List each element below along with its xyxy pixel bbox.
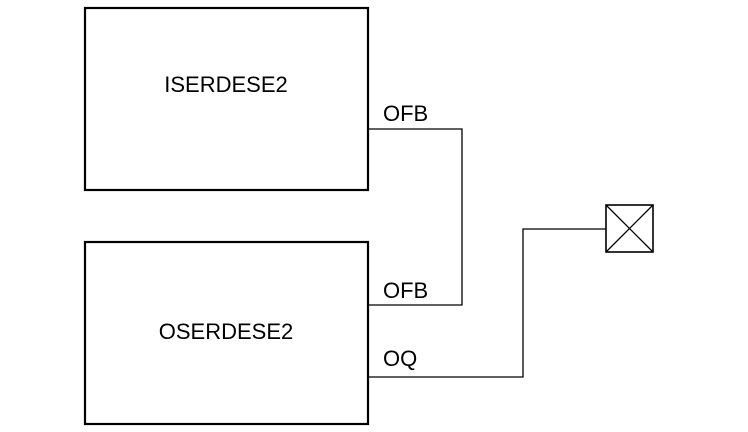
iserdese2-ofb-port-label: OFB [383, 101, 428, 126]
oserdese2-oq-port-label: OQ [383, 346, 417, 371]
iserdese2-block: ISERDESE2 OFB [83, 6, 428, 192]
output-pad-diagonal-2 [605, 204, 654, 253]
oserdese2-block-outline [83, 240, 370, 426]
oq-output-wire [368, 228, 606, 378]
oserdese2-label: OSERDESE2 [159, 319, 294, 344]
iserdese2-block-outline [83, 6, 370, 192]
io-pad-x-icon [605, 204, 654, 253]
iserdese2-label: ISERDESE2 [164, 72, 288, 97]
ofb-feedback-wire [368, 128, 463, 306]
oserdese2-ofb-port-label: OFB [383, 278, 428, 303]
oserdese2-block: OSERDESE2 OFB OQ [83, 240, 428, 426]
